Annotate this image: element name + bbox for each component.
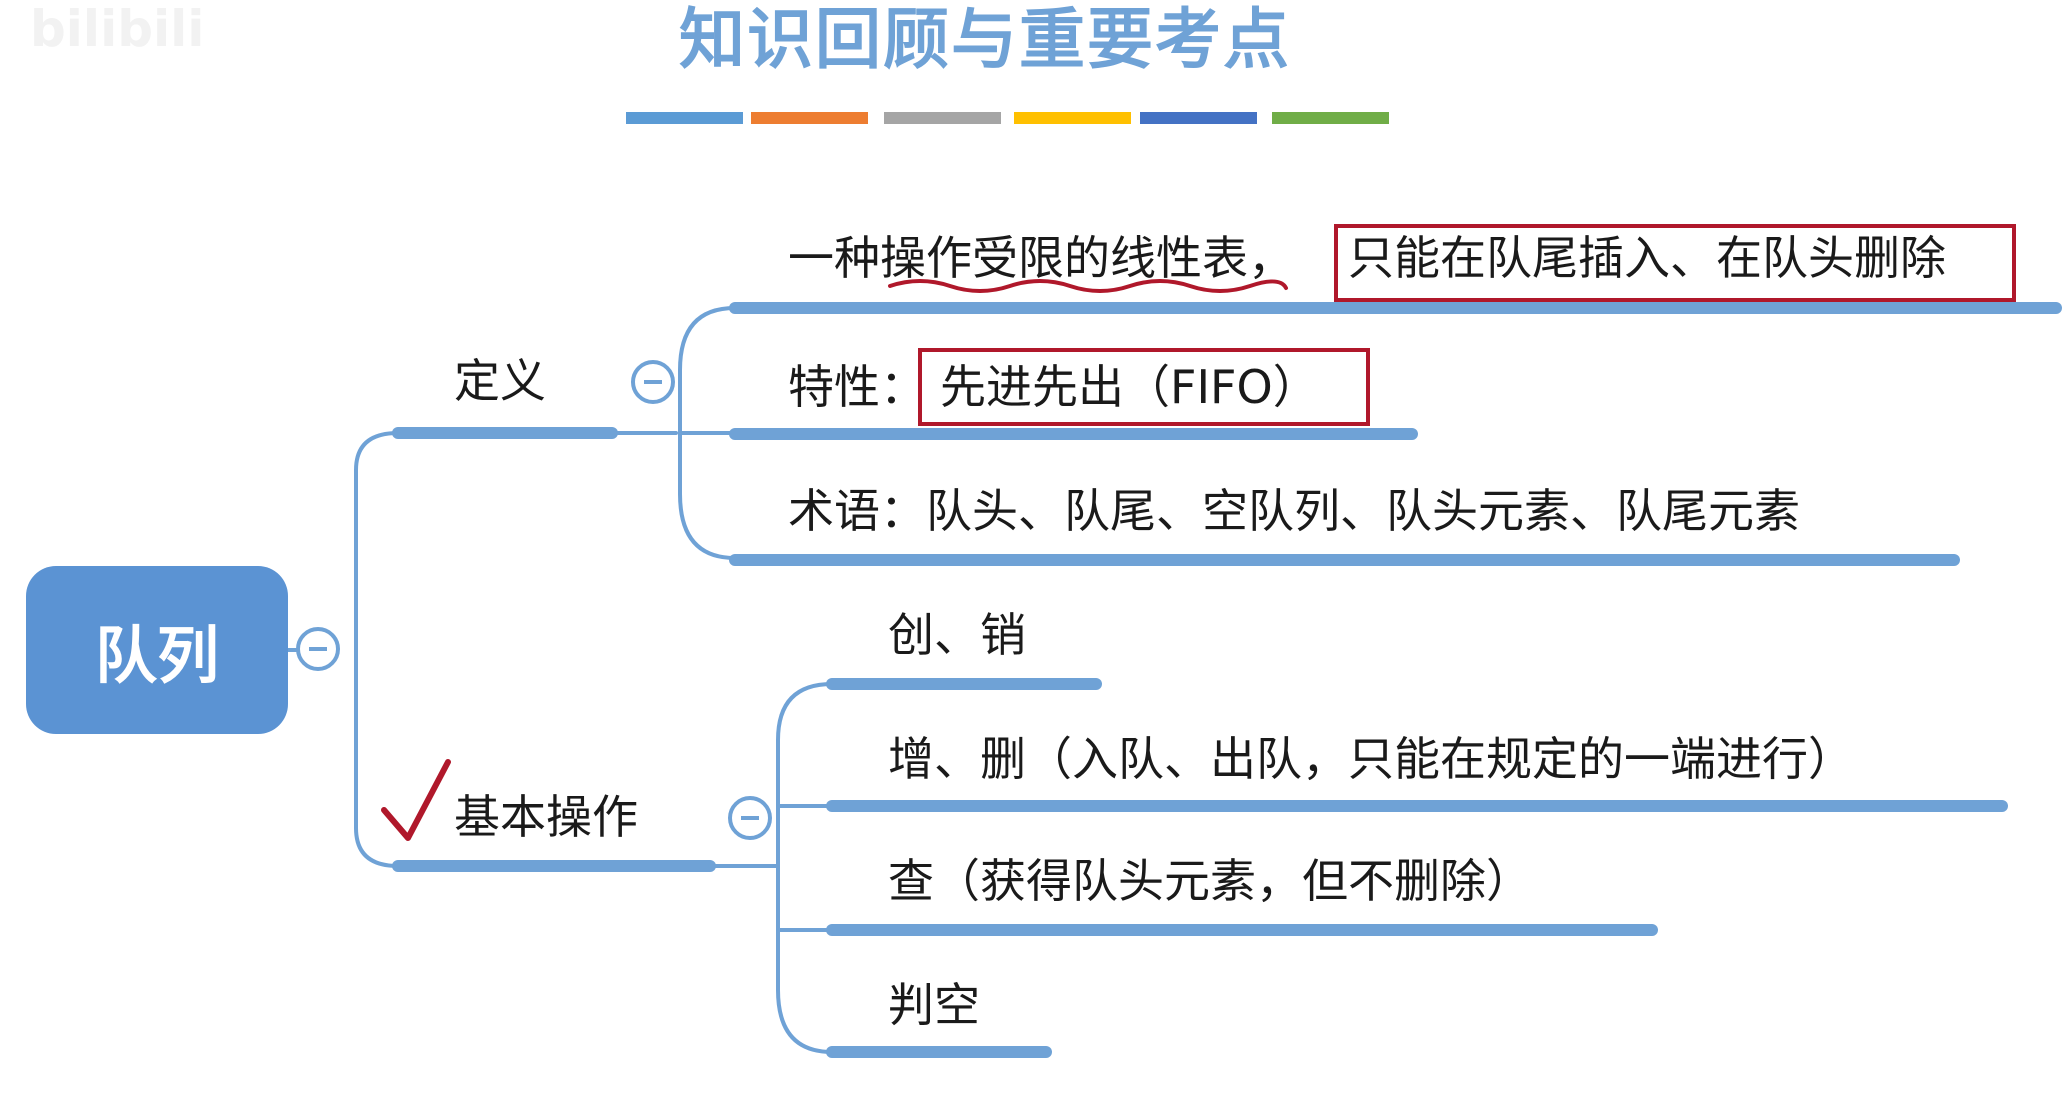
root-node[interactable]: 队列 <box>26 566 288 734</box>
check-mark-icon <box>381 759 451 841</box>
definition-label: 定义 <box>454 354 546 408</box>
operation-item-add-remove: 增、删（入队、出队，只能在规定的一端进行） <box>888 732 1854 786</box>
feature-label: 特性： <box>788 360 926 414</box>
feature-highlight-box <box>918 348 1370 426</box>
operation-item-create: 创、销 <box>888 608 1026 662</box>
concept-highlight-box <box>1334 224 2016 302</box>
definition-collapse-icon[interactable] <box>631 360 675 404</box>
trunk-curve <box>354 431 400 868</box>
root-collapse-icon[interactable] <box>296 627 340 671</box>
concept-text: 一种操作受限的线性表，只能在队尾插入、在队头删除 <box>788 235 1946 281</box>
watermark-logo: bilibili <box>30 0 205 58</box>
red-wavy-underline <box>888 279 1288 293</box>
operations-fan <box>776 682 834 1054</box>
concept-boxed-text: 只能在队尾插入、在队头删除 <box>1348 231 1946 285</box>
title-color-bar-5 <box>1140 112 1257 124</box>
root-label: 队列 <box>94 619 219 692</box>
terms-text: 术语：队头、队尾、空队列、队头元素、队尾元素 <box>788 484 1800 538</box>
operations-label: 基本操作 <box>454 790 638 844</box>
operation-item-empty: 判空 <box>888 978 980 1032</box>
concept-prefix: 一种 <box>788 231 880 285</box>
title-color-bar-2 <box>751 112 868 124</box>
concept-comma: ， <box>1248 231 1294 285</box>
title-color-bar-4 <box>1014 112 1131 124</box>
concept-underlined: 操作受限的线性表 <box>880 231 1248 285</box>
slide-title: 知识回顾与重要考点 <box>679 0 1291 78</box>
title-color-bar-6 <box>1272 112 1389 124</box>
title-color-bar-1 <box>626 112 743 124</box>
operations-collapse-icon[interactable] <box>728 796 772 840</box>
title-color-bar-3 <box>884 112 1001 124</box>
operation-item-query: 查（获得队头元素，但不删除） <box>888 854 1532 908</box>
feature-boxed-text: 先进先出（FIFO） <box>940 360 1319 414</box>
